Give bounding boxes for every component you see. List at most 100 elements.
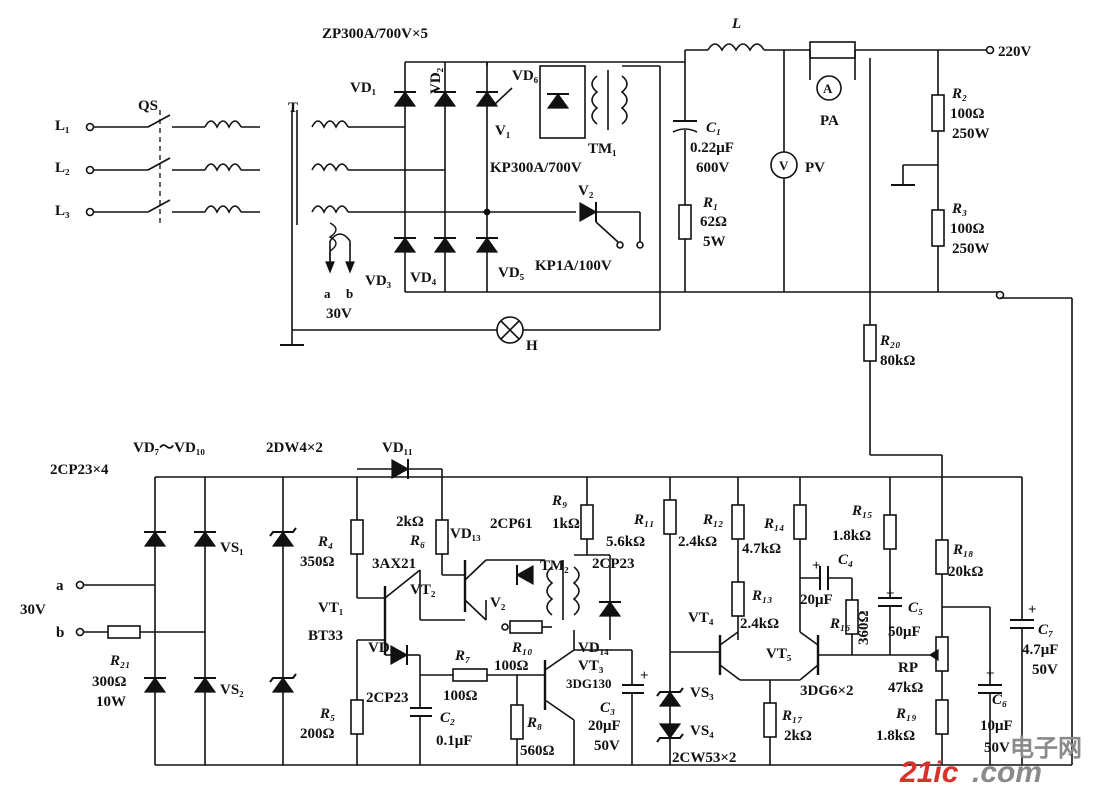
label-vd4: VD₄ bbox=[410, 270, 437, 286]
label-v1: V₁ bbox=[495, 123, 510, 139]
label-vt1: VT₁ bbox=[318, 600, 343, 616]
label-v2-bottom: V₂ bbox=[490, 595, 506, 611]
label-c7: C₇ bbox=[1038, 622, 1053, 638]
label-qs: QS bbox=[138, 98, 158, 114]
label-r6-value: 2kΩ bbox=[396, 514, 424, 530]
label-r4: R₄ bbox=[317, 534, 333, 550]
label-v2-top: V₂ bbox=[578, 183, 594, 199]
main-rectifier-bridge bbox=[292, 61, 1000, 344]
label-vd11: VD₁₁ bbox=[382, 440, 413, 456]
label-vd12: VD₁₂ bbox=[368, 640, 399, 656]
label-l1: L₁ bbox=[55, 118, 70, 134]
label-kp300: KP300A/700V bbox=[490, 160, 582, 176]
label-a-bottom: a bbox=[56, 578, 64, 594]
label-r20-value: 80kΩ bbox=[880, 353, 915, 369]
label-r19-value: 1.8kΩ bbox=[876, 728, 915, 744]
label-r3-watts: 250W bbox=[952, 241, 990, 257]
label-tm1: TM₁ bbox=[588, 141, 617, 157]
label-r8-value: 560Ω bbox=[520, 743, 555, 759]
label-c5-value: 50μF bbox=[888, 624, 921, 640]
label-r9-value: 1kΩ bbox=[552, 516, 580, 532]
label-r11-value: 5.6kΩ bbox=[606, 534, 645, 550]
label-r17-value: 2kΩ bbox=[784, 728, 812, 744]
label-vd7-vd10: VD₇～VD₁₀ bbox=[133, 440, 205, 456]
label-2cp23x4: 2CP23×4 bbox=[50, 462, 109, 478]
label-c2-value: 0.1μF bbox=[436, 733, 472, 749]
label-c6-value: 10μF bbox=[980, 718, 1013, 734]
watermark-part1: 21ic bbox=[899, 756, 959, 789]
label-pv: PV bbox=[805, 160, 825, 176]
label-r16-value: 360Ω bbox=[856, 610, 872, 645]
label-c5-plus: + bbox=[886, 586, 895, 602]
label-r4-value: 350Ω bbox=[300, 554, 335, 570]
watermark-part2: .com bbox=[972, 756, 1042, 789]
label-r1-watts: 5W bbox=[703, 234, 726, 250]
trigger-section bbox=[75, 458, 1072, 766]
label-tm2: TM₂ bbox=[540, 558, 569, 574]
label-r15: R₁₅ bbox=[851, 503, 872, 519]
label-lamp-h: H bbox=[526, 338, 538, 354]
label-c6: C₆ bbox=[992, 692, 1007, 708]
label-r2-value: 100Ω bbox=[950, 106, 985, 122]
label-r1: R₁ bbox=[702, 195, 718, 211]
label-r20: R₂₀ bbox=[879, 333, 900, 349]
label-2cp23-vd14: 2CP23 bbox=[592, 556, 635, 572]
label-vt4: VT₄ bbox=[688, 610, 714, 626]
label-vt5: VT₅ bbox=[766, 646, 792, 662]
label-3dg6x2: 3DG6×2 bbox=[800, 683, 854, 699]
label-pa: PA bbox=[820, 113, 839, 129]
label-vd5: VD₅ bbox=[498, 265, 525, 281]
label-c3: C₃ bbox=[600, 700, 615, 716]
label-c4-plus: + bbox=[812, 558, 821, 574]
label-2cw53: 2CW53×2 bbox=[672, 750, 736, 766]
label-vd3: VD₃ bbox=[365, 273, 392, 289]
label-r18: R₁₈ bbox=[952, 542, 973, 558]
label-r13: R₁₃ bbox=[751, 588, 772, 604]
label-vs1: VS₁ bbox=[220, 540, 244, 556]
label-t: T bbox=[288, 100, 298, 116]
label-r21-watts: 10W bbox=[96, 694, 126, 710]
label-r10-value: 100Ω bbox=[494, 658, 529, 674]
label-r3: R₃ bbox=[951, 201, 967, 217]
label-r14: R₁₄ bbox=[763, 516, 784, 532]
label-r13-value: 2.4kΩ bbox=[740, 616, 779, 632]
label-r10: R₁₀ bbox=[511, 640, 532, 656]
label-vd1: VD₁ bbox=[350, 80, 376, 96]
label-vs3: VS₃ bbox=[690, 685, 714, 701]
label-r18-value: 20kΩ bbox=[948, 564, 983, 580]
label-r17: R₁₇ bbox=[781, 708, 802, 724]
watermark-cn: 电子网 bbox=[1010, 734, 1082, 762]
label-30v-bottom: 30V bbox=[20, 602, 46, 618]
label-r6: R₆ bbox=[409, 533, 425, 549]
label-r7: R₇ bbox=[454, 648, 470, 664]
label-l2: L₂ bbox=[55, 160, 70, 176]
label-220v: 220V bbox=[998, 44, 1032, 60]
label-c6-voltage: 50V bbox=[984, 740, 1010, 756]
label-vt2: VT₂ bbox=[410, 582, 436, 598]
watermark: 21ic .com 电子网 bbox=[899, 734, 1082, 789]
label-b-top: b bbox=[346, 286, 353, 301]
label-r11: R₁₁ bbox=[633, 512, 654, 528]
label-c7-plus: + bbox=[1028, 602, 1037, 618]
label-r15-value: 1.8kΩ bbox=[832, 528, 871, 544]
label-2cp23-vd12: 2CP23 bbox=[366, 690, 409, 706]
label-c6-plus: + bbox=[986, 666, 995, 682]
label-b-bottom: b bbox=[56, 625, 64, 641]
label-rp: RP bbox=[898, 660, 918, 676]
label-c3-plus: + bbox=[640, 668, 649, 684]
label-meter-a: A bbox=[823, 81, 833, 96]
label-r12: R₁₂ bbox=[702, 512, 723, 528]
label-vd6: VD₆ bbox=[512, 68, 539, 84]
label-r9: R₉ bbox=[551, 493, 567, 509]
label-c5: C₅ bbox=[908, 600, 923, 616]
three-phase-inputs bbox=[85, 110, 205, 225]
label-vd2: VD₂ bbox=[428, 67, 444, 94]
label-r5: R₅ bbox=[319, 706, 335, 722]
label-c4-value: 20μF bbox=[800, 592, 833, 608]
label-r8: R₈ bbox=[526, 715, 542, 731]
output-network bbox=[672, 41, 1073, 765]
label-meter-v: V bbox=[779, 158, 789, 173]
label-2dw4x2: 2DW4×2 bbox=[266, 440, 323, 456]
label-r2: R₂ bbox=[951, 86, 967, 102]
